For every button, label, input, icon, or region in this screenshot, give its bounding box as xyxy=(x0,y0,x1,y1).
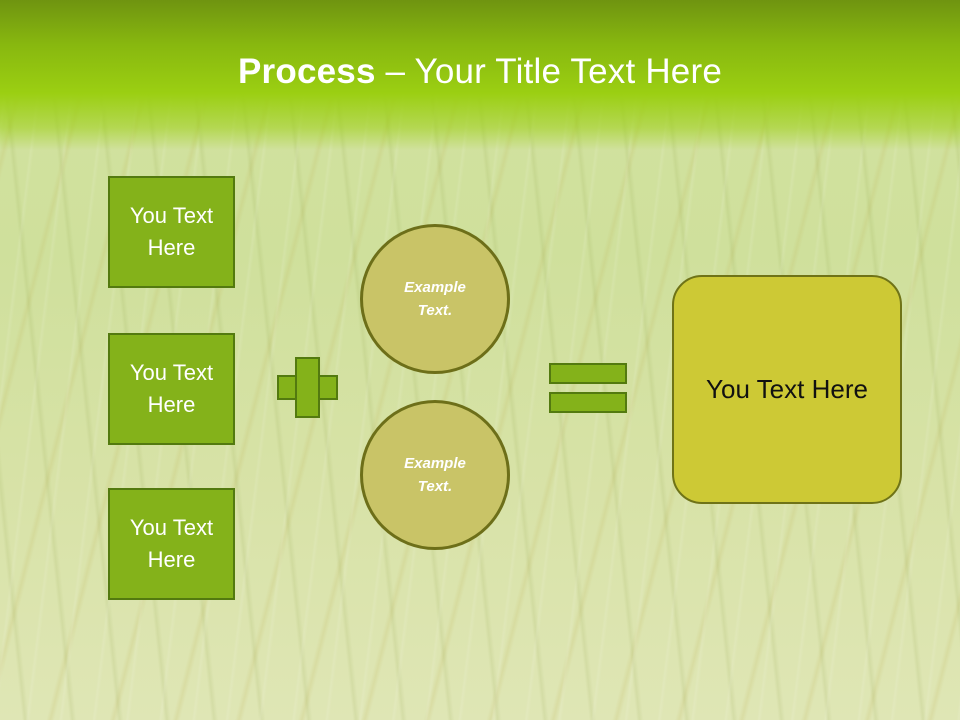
title-rest: – Your Title Text Here xyxy=(375,52,722,91)
example-circle-1: Example Text. xyxy=(360,224,510,374)
text-box-2-label: You Text Here xyxy=(129,360,214,417)
slide-title: Process – Your Title Text Here xyxy=(0,52,960,92)
text-box-1-label: You Text Here xyxy=(129,203,214,260)
text-box-3-label: You Text Here xyxy=(129,515,214,572)
text-box-3: You Text Here xyxy=(108,488,235,600)
plus-center xyxy=(297,377,318,398)
header-band xyxy=(0,0,960,150)
result-box: You Text Here xyxy=(672,275,902,504)
text-box-1: You Text Here xyxy=(108,176,235,288)
result-box-label: You Text Here xyxy=(706,374,868,404)
title-bold: Process xyxy=(238,52,376,91)
equals-bottom-bar xyxy=(549,392,627,413)
example-circle-2: Example Text. xyxy=(360,400,510,550)
example-circle-1-label: Example Text. xyxy=(404,279,466,319)
example-circle-2-label: Example Text. xyxy=(404,455,466,495)
text-box-2: You Text Here xyxy=(108,333,235,445)
equals-top-bar xyxy=(549,363,627,384)
